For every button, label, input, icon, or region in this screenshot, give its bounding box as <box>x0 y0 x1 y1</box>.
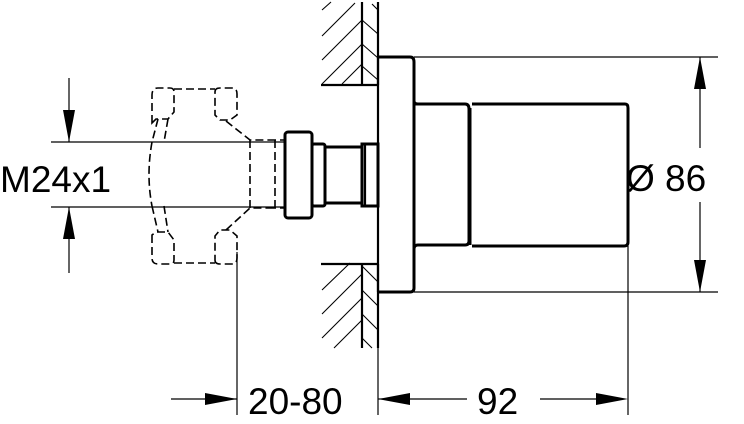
diameter-dimension: Ø 86 <box>414 56 718 293</box>
diameter-label: Ø 86 <box>626 158 706 199</box>
wall-section-top <box>321 1 380 87</box>
wall-depth-dimension: 20-80 <box>171 252 410 422</box>
thread-dimension: M24x1 <box>0 78 111 273</box>
thread-label: M24x1 <box>0 159 111 200</box>
valve-spindle <box>283 130 380 220</box>
wall-depth-label: 20-80 <box>248 381 343 422</box>
concealed-valve-body <box>148 87 285 265</box>
projection-dimension: 92 <box>410 246 629 422</box>
projection-label: 92 <box>477 381 518 422</box>
handle-cap <box>412 100 630 250</box>
wall-section-bottom <box>321 262 380 349</box>
cover-rosette <box>376 55 416 294</box>
